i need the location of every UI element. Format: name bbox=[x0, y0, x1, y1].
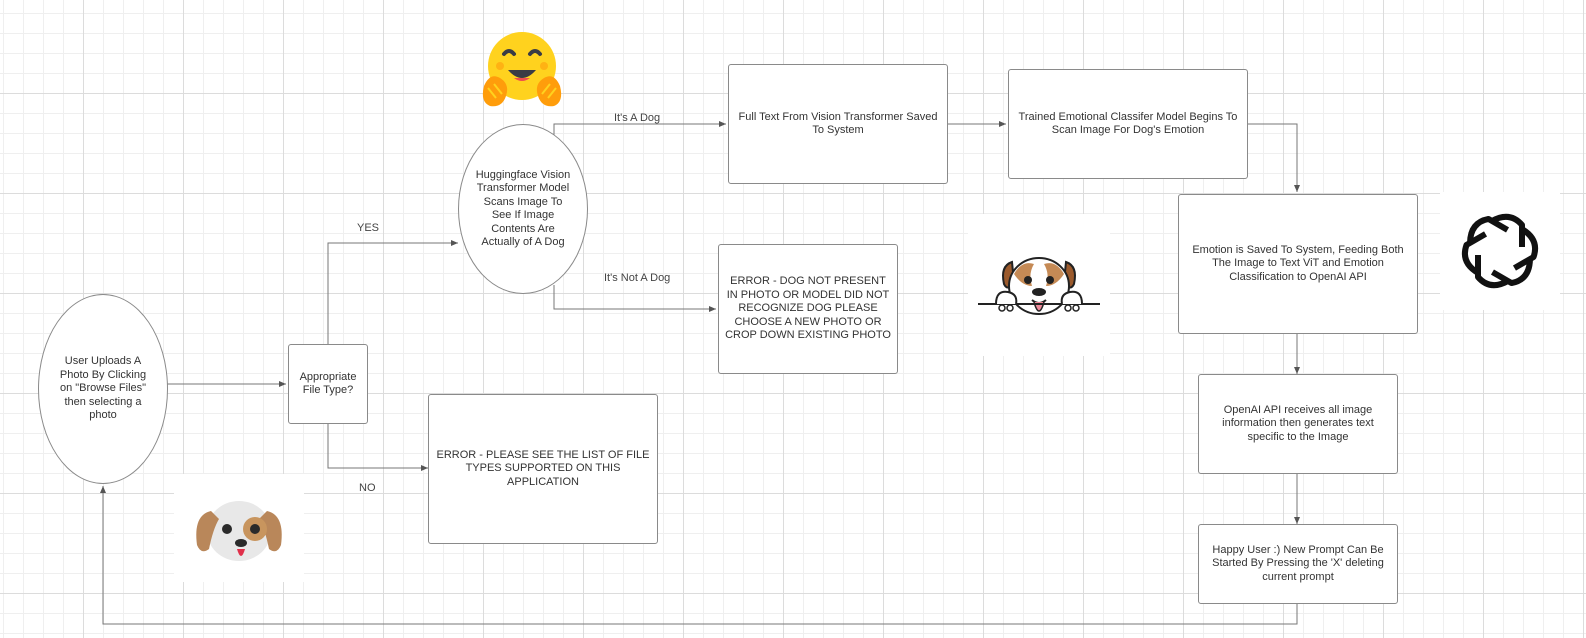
node-emotion-classifier-text: Trained Emotional Classifer Model Begins… bbox=[1018, 110, 1238, 137]
node-vit-text-saved: Full Text From Vision Transformer Saved … bbox=[728, 64, 948, 184]
node-user-upload: User Uploads A Photo By Clicking on "Bro… bbox=[38, 294, 168, 484]
node-openai-generates: OpenAI API receives all image informatio… bbox=[1198, 374, 1398, 474]
edge-label-is-dog: It's A Dog bbox=[614, 112, 661, 124]
node-dog-not-present-error-text: ERROR - DOG NOT PRESENT IN PHOTO OR MODE… bbox=[725, 275, 891, 342]
node-emotion-saved-text: Emotion is Saved To System, Feeding Both… bbox=[1192, 243, 1404, 283]
node-emotion-saved: Emotion is Saved To System, Feeding Both… bbox=[1178, 194, 1418, 334]
node-file-type-text: Appropriate File Type? bbox=[299, 370, 357, 397]
node-emotion-classifier: Trained Emotional Classifer Model Begins… bbox=[1008, 69, 1248, 179]
edge-label-yes: YES bbox=[357, 222, 380, 234]
edge-classifier-to-emotion bbox=[1248, 123, 1300, 192]
node-dog-not-present-error: ERROR - DOG NOT PRESENT IN PHOTO OR MODE… bbox=[718, 244, 898, 374]
node-happy-user-text: Happy User :) New Prompt Can Be Started … bbox=[1212, 543, 1384, 583]
node-huggingface-scan: Huggingface Vision Transformer Model Sca… bbox=[458, 124, 588, 294]
edge-filetype-yes bbox=[327, 240, 458, 344]
node-huggingface-scan-text: Huggingface Vision Transformer Model Sca… bbox=[475, 168, 571, 249]
edge-label-no: NO bbox=[359, 482, 376, 494]
node-openai-generates-text: OpenAI API receives all image informatio… bbox=[1222, 403, 1374, 443]
edge-happy-to-upload bbox=[100, 486, 1298, 625]
hugging-face-emoji-icon bbox=[478, 28, 566, 110]
edge-filetype-no bbox=[327, 424, 428, 471]
node-vit-text-saved-text: Full Text From Vision Transformer Saved … bbox=[738, 110, 938, 137]
node-user-upload-text: User Uploads A Photo By Clicking on "Bro… bbox=[59, 355, 147, 422]
dog-face-emoji-icon bbox=[174, 474, 304, 582]
node-file-type-error: ERROR - PLEASE SEE THE LIST OF FILE TYPE… bbox=[428, 394, 658, 544]
openai-logo-icon bbox=[1440, 192, 1560, 310]
edge-is-dog bbox=[553, 121, 726, 135]
node-file-type-error-text: ERROR - PLEASE SEE THE LIST OF FILE TYPE… bbox=[436, 448, 650, 488]
peeking-dog-cartoon-icon bbox=[968, 214, 1110, 356]
node-happy-user: Happy User :) New Prompt Can Be Started … bbox=[1198, 524, 1398, 604]
edge-not-dog bbox=[553, 285, 716, 312]
edge-label-not-dog: It's Not A Dog bbox=[604, 272, 671, 284]
node-file-type-decision: Appropriate File Type? bbox=[288, 344, 368, 424]
